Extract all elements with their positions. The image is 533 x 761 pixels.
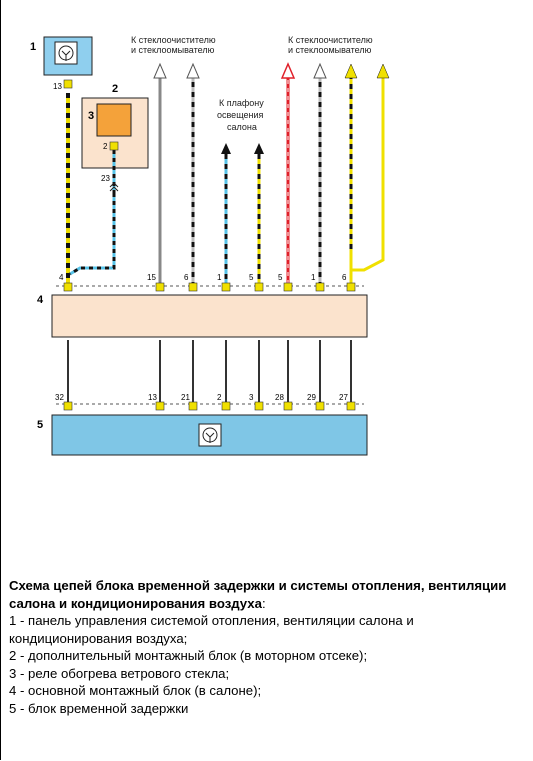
wire-6-yellow-pair xyxy=(344,63,390,283)
pin-23: 23 xyxy=(101,174,110,183)
caption-item: 1 - панель управления системой отопления… xyxy=(9,613,414,646)
caption-title-suffix: : xyxy=(261,595,266,611)
relay-windshield-heating xyxy=(96,103,132,137)
block5-pin: 28 xyxy=(275,393,284,402)
block4-pin: 1 xyxy=(217,273,222,282)
block4-pin: 15 xyxy=(147,273,156,282)
label-lamp-1: К плафону xyxy=(219,98,264,108)
block4-pin: 5 xyxy=(278,273,283,282)
label-2: 2 xyxy=(112,83,118,95)
pin-connectors xyxy=(63,79,356,411)
block5-pin: 2 xyxy=(217,393,222,402)
main-mount-block xyxy=(51,294,368,338)
caption-item: 3 - реле обогрева ветрового стекла; xyxy=(9,665,230,681)
wire-relay-23 xyxy=(69,150,119,276)
label-5: 5 xyxy=(37,419,43,431)
pin-13-panel: 13 xyxy=(53,82,62,91)
label-wiper-left-2: и стеклоомывателю xyxy=(131,45,215,55)
label-3: 3 xyxy=(88,110,94,122)
delay-symbol-icon xyxy=(198,423,222,447)
caption-title: Схема цепей блока временной задержки и с… xyxy=(9,578,507,611)
panel-symbol-icon xyxy=(54,41,78,65)
label-1: 1 xyxy=(30,41,36,53)
caption-item: 5 - блок временной задержки xyxy=(9,700,189,716)
block5-pin: 29 xyxy=(307,393,316,402)
block5-pin: 3 xyxy=(249,393,254,402)
block5-pin: 32 xyxy=(55,393,64,402)
caption-item: 2 - дополнительный монтажный блок (в мот… xyxy=(9,648,368,663)
figure-caption: Схема цепей блока временной задержки и с… xyxy=(9,577,524,717)
wire-6-wiper xyxy=(186,62,200,283)
block4-pin: 5 xyxy=(249,273,254,282)
block5-pin: 13 xyxy=(148,393,157,402)
caption-item: 4 - основной монтажный блок (в салоне); xyxy=(9,683,262,698)
label-lamp-3: салона xyxy=(227,122,257,132)
wire-1-lamp xyxy=(221,143,231,283)
pin-2-relay: 2 xyxy=(103,142,108,151)
label-wiper-right-2: и стеклоомывателю xyxy=(288,45,372,55)
label-4: 4 xyxy=(37,294,44,306)
block5-pin: 21 xyxy=(181,393,190,402)
wire-15-wiper xyxy=(153,62,167,283)
wire-5-lamp xyxy=(254,143,264,283)
caption-title-line: Схема цепей блока временной задержки и с… xyxy=(9,577,524,612)
lower-wires xyxy=(67,340,352,402)
block4-pin: 6 xyxy=(184,273,189,282)
label-wiper-left-1: К стеклоочистителю xyxy=(131,35,216,45)
wire-5-wiper-red xyxy=(280,62,296,283)
wiring-diagram: 1 2 3 4 5 xyxy=(30,35,390,456)
block4-pin: 4 xyxy=(59,273,64,282)
label-lamp-2: освещения xyxy=(217,110,263,120)
label-wiper-right-1: К стеклоочистителю xyxy=(288,35,373,45)
block4-pin: 1 xyxy=(311,273,316,282)
wire-1-wiper xyxy=(313,62,327,283)
block4-pin: 6 xyxy=(342,273,347,282)
block5-pin: 27 xyxy=(339,393,348,402)
